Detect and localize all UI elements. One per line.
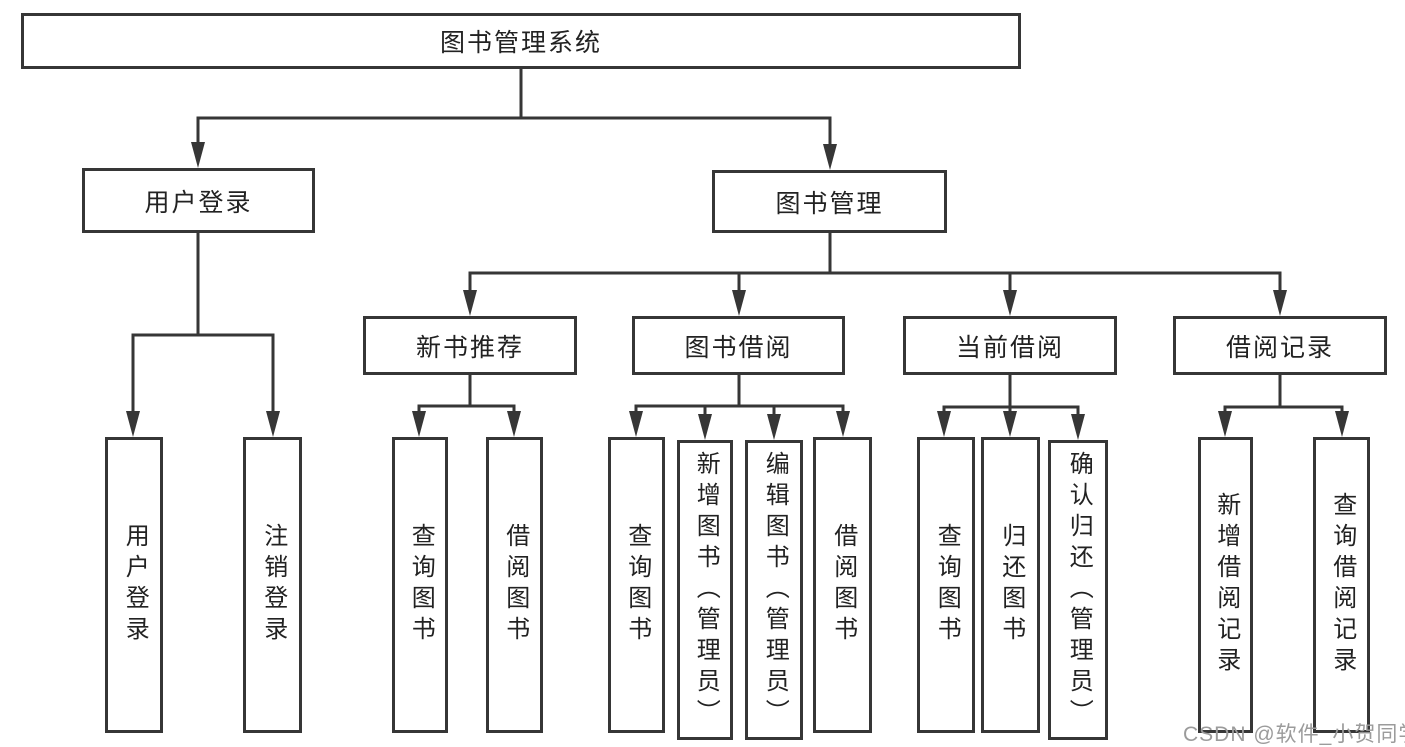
arrowhead-icons	[126, 142, 1349, 440]
node-user-login-label: 用户登录	[144, 188, 253, 217]
leaf-br-add-borrow-record: 新增借阅记录	[1198, 437, 1253, 733]
leaf-bb-add-books-admin-label: 新增图书（管理员）	[692, 450, 720, 730]
leaf-logout-label: 注销登录	[259, 523, 287, 647]
node-new-book-recommend: 新书推荐	[363, 316, 577, 375]
node-book-borrowing: 图书借阅	[632, 316, 845, 375]
node-new-book-recommend-label: 新书推荐	[415, 333, 524, 362]
leaf-cb-query-books: 查询图书	[917, 437, 975, 733]
node-borrowing-records-label: 借阅记录	[1225, 333, 1334, 362]
leaf-cb-confirm-return-admin-label: 确认归还（管理员）	[1065, 450, 1093, 730]
node-current-borrowing: 当前借阅	[903, 316, 1117, 375]
leaf-bb-edit-books-admin: 编辑图书（管理员）	[745, 440, 803, 740]
tree-edges	[131, 67, 1344, 420]
leaf-bb-query-books-label: 查询图书	[623, 523, 651, 647]
leaf-nb-borrow-books: 借阅图书	[486, 437, 543, 733]
leaf-nb-query-books: 查询图书	[392, 437, 448, 733]
node-book-management-label: 图书管理	[775, 189, 884, 218]
leaf-cb-return-books: 归还图书	[981, 437, 1040, 733]
node-borrowing-records: 借阅记录	[1173, 316, 1387, 375]
leaf-br-query-borrow-record-label: 查询借阅记录	[1328, 492, 1356, 678]
leaf-nb-query-books-label: 查询图书	[407, 523, 435, 647]
leaf-bb-edit-books-admin-label: 编辑图书（管理员）	[761, 450, 789, 730]
leaf-bb-query-books: 查询图书	[608, 437, 665, 733]
node-book-management: 图书管理	[712, 170, 947, 233]
leaf-bb-add-books-admin: 新增图书（管理员）	[677, 440, 733, 740]
node-current-borrowing-label: 当前借阅	[955, 333, 1064, 362]
node-user-login: 用户登录	[82, 168, 315, 233]
leaf-br-add-borrow-record-label: 新增借阅记录	[1212, 492, 1240, 678]
leaf-cb-query-books-label: 查询图书	[933, 523, 961, 647]
leaf-user-login: 用户登录	[105, 437, 163, 733]
node-library-management-system-label: 图书管理系统	[439, 29, 602, 57]
csdn-watermark: CSDN @软件_小贺同学	[1183, 723, 1405, 746]
node-library-management-system: 图书管理系统	[21, 13, 1021, 69]
leaf-cb-return-books-label: 归还图书	[997, 523, 1025, 647]
leaf-nb-borrow-books-label: 借阅图书	[501, 523, 529, 647]
leaf-logout: 注销登录	[243, 437, 302, 733]
leaf-cb-confirm-return-admin: 确认归还（管理员）	[1048, 440, 1108, 740]
leaf-user-login-label: 用户登录	[121, 523, 149, 647]
leaf-bb-borrow-books-label: 借阅图书	[829, 523, 857, 647]
node-book-borrowing-label: 图书借阅	[684, 333, 793, 362]
leaf-bb-borrow-books: 借阅图书	[813, 437, 872, 733]
leaf-br-query-borrow-record: 查询借阅记录	[1313, 437, 1370, 733]
